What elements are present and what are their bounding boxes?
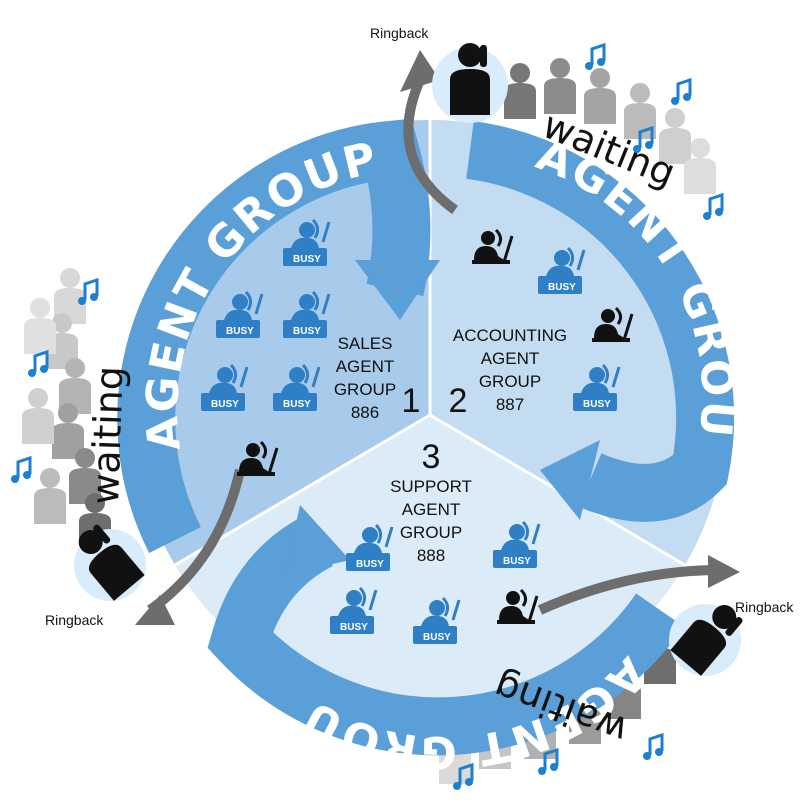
- arrow-bottom: [207, 514, 684, 756]
- svg-text:AGENT: AGENT: [481, 349, 540, 368]
- agent-busy-icon: BUSY: [536, 246, 586, 296]
- svg-text:GROUP: GROUP: [479, 372, 541, 391]
- svg-text:BUSY: BUSY: [211, 399, 239, 410]
- routing-arrows: [117, 118, 735, 756]
- caller-icon-top: [432, 43, 508, 123]
- segment-support: [175, 415, 685, 712]
- group-label-support: 3 SUPPORT AGENT GROUP 888: [390, 438, 472, 565]
- agent-busy-icon: BUSY: [491, 520, 541, 570]
- arrow-heads: [285, 260, 600, 575]
- svg-text:888: 888: [417, 546, 445, 565]
- svg-text:BUSY: BUSY: [293, 254, 321, 265]
- svg-text:SUPPORT: SUPPORT: [390, 477, 472, 496]
- agent-busy-icon: BUSY: [328, 586, 378, 636]
- arrow-right: [465, 121, 735, 522]
- agent-busy-icon: BUSY: [411, 596, 461, 646]
- agent-busy-icon: BUSY: [571, 363, 621, 413]
- svg-text:3: 3: [422, 438, 441, 476]
- agent-busy-icon: BUSY: [199, 363, 249, 413]
- svg-text:2: 2: [449, 382, 468, 420]
- group-label-sales: SALES AGENT GROUP 886 1: [334, 334, 421, 422]
- ringback-arrows: [147, 77, 721, 615]
- agent-busy-icon: BUSY: [271, 363, 321, 413]
- agents-accounting: BUSY BUSY: [470, 228, 634, 413]
- svg-text:AGENT: AGENT: [336, 357, 395, 376]
- svg-text:ACCOUNTING: ACCOUNTING: [453, 326, 567, 345]
- caller-icon-left: [67, 519, 146, 601]
- ringback-label-right: Ringback: [735, 599, 794, 615]
- svg-text:GROUP: GROUP: [400, 523, 462, 542]
- agents-sales: BUSY BUSY BUSY BUSY BUSY: [199, 218, 331, 478]
- svg-text:BUSY: BUSY: [583, 399, 611, 410]
- svg-text:BUSY: BUSY: [226, 326, 254, 337]
- agent-busy-icon: BUSY: [214, 290, 264, 340]
- group-label-accounting: ACCOUNTING AGENT GROUP 887 2: [449, 326, 568, 420]
- svg-text:886: 886: [351, 403, 379, 422]
- agents-support: BUSY BUSY BUSY BUSY: [328, 520, 541, 646]
- svg-text:BUSY: BUSY: [356, 559, 384, 570]
- svg-text:BUSY: BUSY: [340, 622, 368, 633]
- ringback-label-left: Ringback: [45, 612, 104, 628]
- svg-text:1: 1: [402, 382, 421, 420]
- caller-icon-right: [669, 594, 748, 676]
- waiting-label-left: waiting: [83, 365, 132, 505]
- svg-text:BUSY: BUSY: [423, 632, 451, 643]
- svg-text:887: 887: [496, 395, 524, 414]
- agent-busy-icon: BUSY: [281, 218, 331, 268]
- svg-text:AGENT: AGENT: [402, 500, 461, 519]
- agent-busy-icon: BUSY: [281, 290, 331, 340]
- svg-text:BUSY: BUSY: [293, 326, 321, 337]
- svg-text:BUSY: BUSY: [503, 556, 531, 567]
- svg-text:GROUP: GROUP: [334, 380, 396, 399]
- arrow-left: [117, 118, 431, 554]
- svg-text:SALES: SALES: [338, 334, 393, 353]
- agent-busy-icon: BUSY: [344, 523, 394, 573]
- ringback-label-top: Ringback: [370, 25, 429, 41]
- svg-text:BUSY: BUSY: [548, 282, 576, 293]
- svg-text:BUSY: BUSY: [283, 399, 311, 410]
